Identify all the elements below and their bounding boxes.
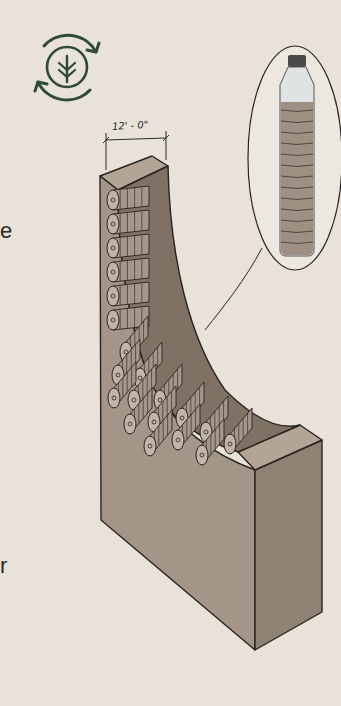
bottle-stack <box>107 186 252 465</box>
bottle-callout <box>205 46 341 330</box>
dimension-label: 12' - 0" <box>112 119 149 132</box>
text-fragment: e <box>0 218 12 244</box>
eco-icon <box>35 35 99 100</box>
text-fragment: r <box>0 553 7 579</box>
